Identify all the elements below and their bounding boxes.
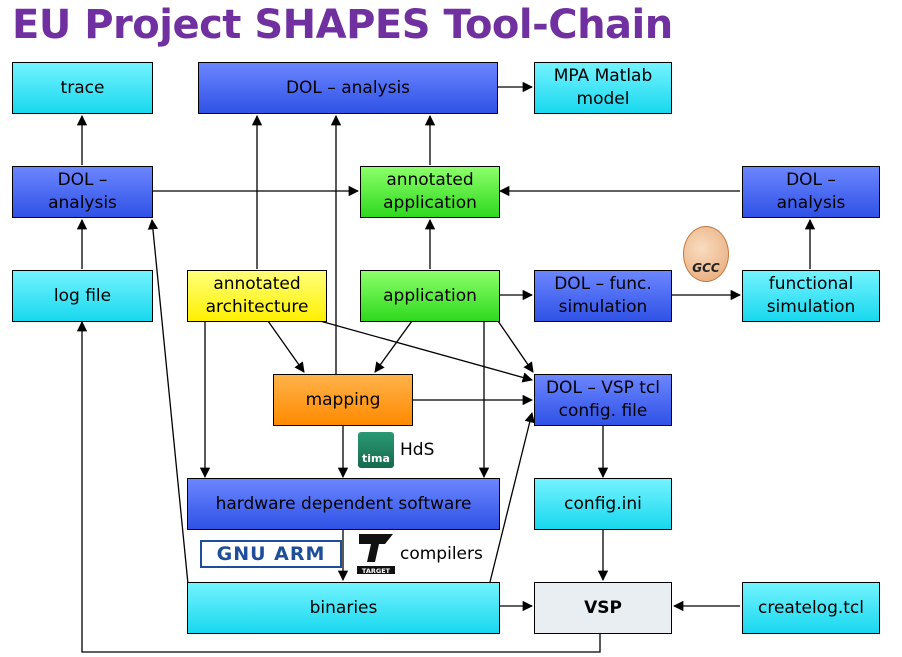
arrow-binaries-to-vsptcl [489, 411, 535, 583]
dol-analysis-top-box: DOL – analysis [198, 62, 498, 114]
mpa-matlab-model-box: MPA Matlab model [534, 62, 672, 114]
vsp-box: VSP [534, 582, 672, 634]
compilers-label: compilers [400, 544, 483, 564]
arrow-app-to-vsptcl [497, 320, 534, 373]
tima-logo-icon: tima [358, 432, 394, 468]
config-ini-box: config.ini [534, 478, 672, 530]
annotated-application-box: annotated application [360, 166, 500, 218]
binaries-box: binaries [187, 582, 500, 634]
functional-simulation-box: functional simulation [742, 270, 880, 322]
target-logo-icon: TARGET [357, 534, 395, 575]
arrow-arch-to-vsptcl [319, 320, 534, 383]
arrow-arch-to-mapping [267, 320, 305, 373]
tima-logo-text: tima [362, 452, 390, 465]
target-logo-text: TARGET [362, 567, 391, 575]
application-box: application [360, 270, 500, 322]
log-file-box: log file [12, 270, 153, 322]
gnuarm-logo-icon: GNU ARM [200, 540, 342, 568]
gcc-gnu-logo-icon: GCC [683, 226, 729, 282]
arrow-app-to-mapping [374, 320, 413, 373]
dol-func-simulation-box: DOL – func. simulation [534, 270, 672, 322]
hds-label: HdS [400, 440, 435, 460]
annotated-architecture-box: annotated architecture [187, 270, 327, 322]
gnuarm-logo-text: GNU ARM [216, 543, 326, 565]
dol-vsp-tcl-config-box: DOL – VSP tcl config. file [534, 374, 672, 426]
dol-analysis-right-box: DOL – analysis [742, 166, 880, 218]
arrow-binaries-to-leftanalysis [147, 218, 189, 585]
createlog-tcl-box: createlog.tcl [742, 582, 880, 634]
dol-analysis-left-box: DOL – analysis [12, 166, 153, 218]
hardware-dependent-software-box: hardware dependent software [187, 478, 500, 530]
mapping-box: mapping [273, 374, 413, 426]
page-title: EU Project SHAPES Tool-Chain [12, 2, 673, 48]
trace-box: trace [12, 62, 153, 114]
gcc-logo-text: GCC [692, 261, 720, 275]
arrow-vsp-to-logfile [76, 320, 601, 653]
